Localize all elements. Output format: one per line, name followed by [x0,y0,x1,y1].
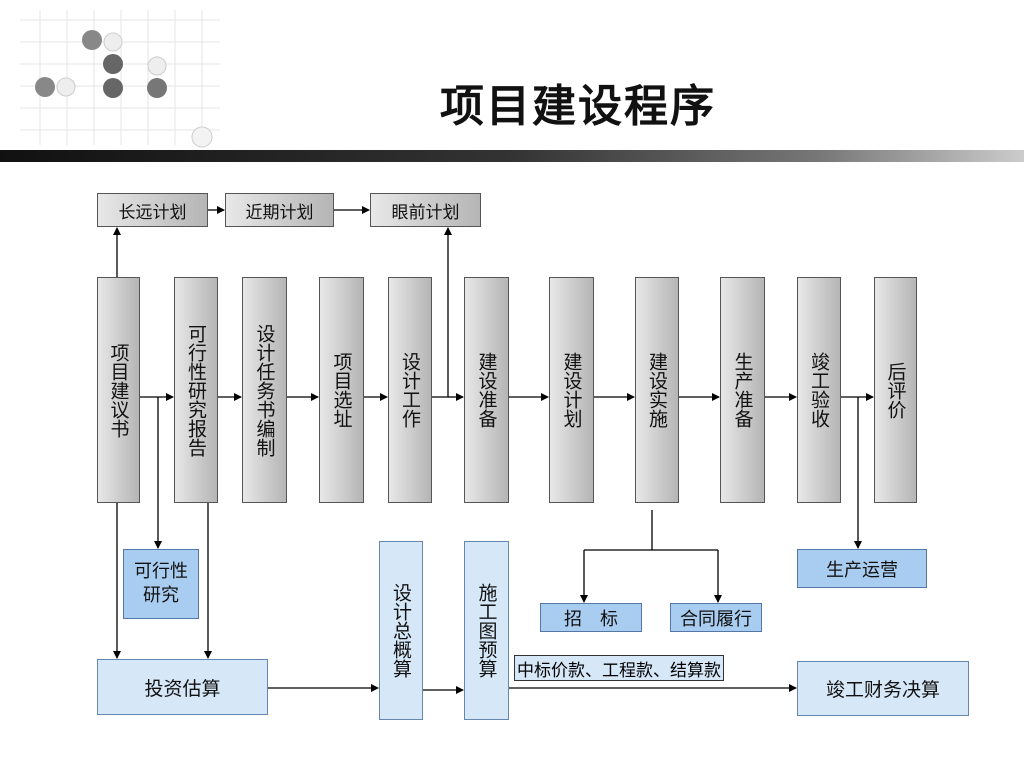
feasibility-study-box: 可行性研究 [123,549,199,619]
contract-performance-box: 合同履行 [670,603,762,632]
title-divider-band [0,150,1024,162]
stage-feasibility-report: 可行性研究报告 [174,277,218,503]
stage-site-selection: 项目选址 [319,277,364,503]
page-title: 项目建设程序 [440,81,716,132]
stage-post-evaluation: 后评价 [874,277,917,503]
design-estimate-box: 设计总概算 [379,541,423,720]
plan-immediate: 眼前计划 [370,193,481,227]
production-operation-box: 生产运营 [797,549,927,588]
feasibility-study-label: 可行性研究 [134,561,188,606]
stage-completion-acceptance: 竣工验收 [797,277,841,503]
stage-design-work: 设计工作 [388,277,432,503]
plan-long-term: 长远计划 [97,193,208,227]
stage-construction-prep: 建设准备 [464,277,509,503]
stage-construction-plan: 建设计划 [549,277,594,503]
decorative-dots-logo [20,10,220,148]
stage-design-brief: 设计任务书编制 [242,277,287,503]
stage-production-prep: 生产准备 [720,277,765,503]
payments-label: 中标价款、工程款、结算款 [514,655,724,681]
stage-construction-implementation: 建设实施 [635,277,679,503]
stage-project-proposal: 项目建议书 [97,277,140,503]
final-accounts-box: 竣工财务决算 [797,661,969,716]
plan-near-term: 近期计划 [225,193,334,227]
investment-estimate-box: 投资估算 [97,659,268,715]
bidding-box: 招 标 [540,603,642,632]
construction-budget-box: 施工图预算 [464,541,509,720]
